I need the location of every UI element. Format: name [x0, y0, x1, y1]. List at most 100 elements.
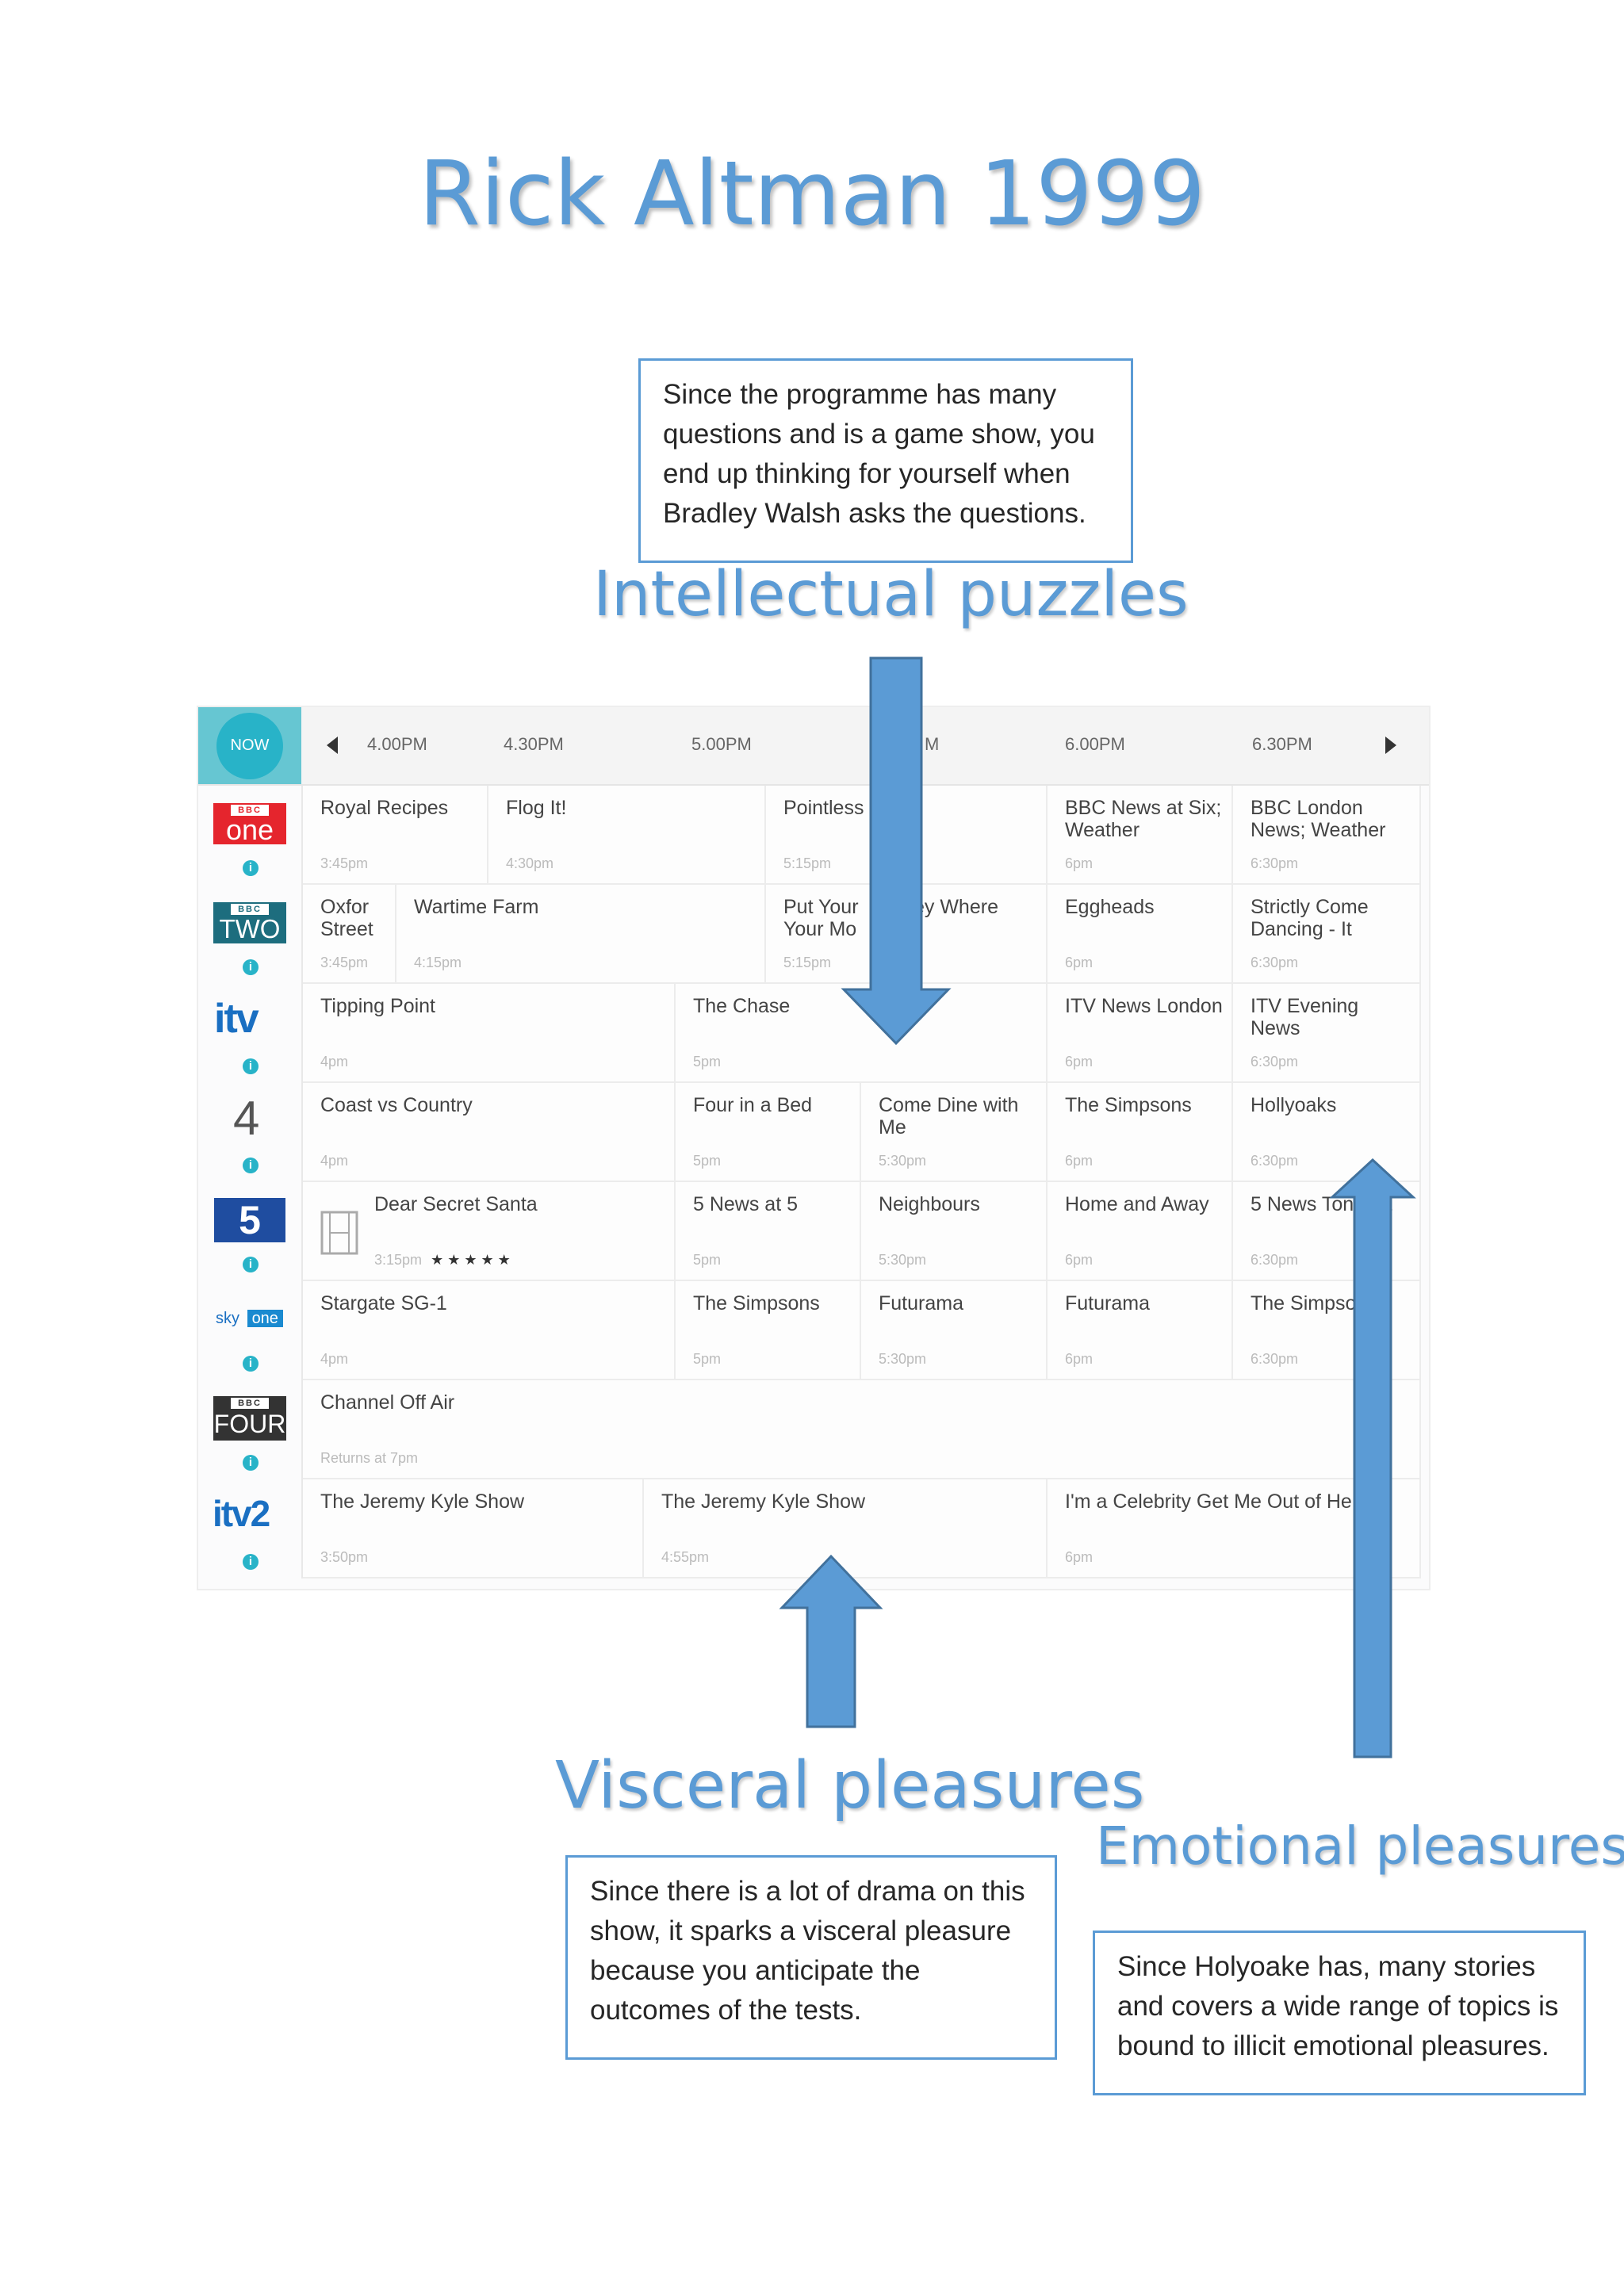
programme-cell[interactable]: Come Dine with Me 5:30pm [861, 1083, 1048, 1182]
programme-title: The Simpsons [1065, 1094, 1192, 1116]
time-slot: 6.30PM [1252, 734, 1312, 754]
programme-title: Come Dine with Me [879, 1094, 1019, 1138]
channel-logo-channel-4[interactable]: 4 i [198, 1083, 303, 1182]
programme-title: Coast vs Country [320, 1094, 473, 1116]
programme-title: Strictly Come Dancing - It [1251, 896, 1369, 940]
programme-cell[interactable]: Eggheads 6pm [1048, 885, 1233, 984]
time-slot: M [925, 734, 940, 754]
time-slot: 4.00PM [367, 734, 427, 754]
info-icon[interactable]: i [243, 860, 259, 876]
film-icon [320, 1211, 358, 1255]
programme-time: 5pm [693, 1351, 722, 1367]
channel-logo-bbc-two[interactable]: BBC TWO i [198, 885, 303, 984]
programme-cell[interactable]: The Jeremy Kyle Show 4:55pm [644, 1479, 1048, 1578]
programme-title: Four in a Bed [693, 1094, 813, 1116]
intellectual-text: Since the programme has many questions a… [663, 379, 1095, 529]
programme-cell[interactable]: Oxfor Street 3:45pm [303, 885, 396, 984]
programme-cell[interactable]: Flog It! 4:30pm [488, 786, 766, 885]
programme-time: Returns at 7pm [320, 1450, 419, 1466]
programme-cell[interactable]: Four in a Bed 5pm [676, 1083, 861, 1182]
programme-time: 6pm [1065, 955, 1094, 970]
programme-time: 4pm [320, 1153, 349, 1169]
programme-title: Pointless [783, 797, 864, 819]
info-icon[interactable]: i [243, 1058, 259, 1074]
programme-cell[interactable]: Futurama 5:30pm [861, 1281, 1048, 1380]
programme-cell[interactable]: Hollyoaks 6:30pm [1233, 1083, 1421, 1182]
info-icon[interactable]: i [243, 1356, 259, 1372]
programme-cell[interactable]: The Simpsons 5pm [676, 1281, 861, 1380]
info-icon[interactable]: i [243, 1158, 259, 1173]
channel-logo-channel-5[interactable]: 5 i [198, 1182, 303, 1281]
programme-cell[interactable]: Strictly Come Dancing - It 6:30pm [1233, 885, 1421, 984]
programme-cell[interactable]: Tipping Point 4pm [303, 984, 676, 1083]
ch4-text: 4 [233, 1092, 260, 1145]
programme-cell[interactable]: Neighbours 5:30pm [861, 1182, 1048, 1281]
programme-time: 6:30pm [1251, 1153, 1299, 1169]
programme-cell[interactable]: The Simpsons 6pm [1048, 1083, 1233, 1182]
programme-title: Oxfor Street [320, 896, 373, 940]
programme-cell[interactable]: Home and Away 6pm [1048, 1182, 1233, 1281]
ch5-text: 5 [214, 1198, 285, 1242]
info-icon[interactable]: i [243, 959, 259, 975]
programme-time: 6pm [1065, 1549, 1094, 1565]
info-icon[interactable]: i [243, 1455, 259, 1471]
one-text: one [247, 1310, 283, 1327]
info-icon[interactable]: i [243, 1554, 259, 1570]
programme-cell[interactable]: Channel Off Air Returns at 7pm [303, 1380, 1421, 1479]
programme-time: 6pm [1065, 1153, 1094, 1169]
programme-title: BBC London News; Weather [1251, 797, 1386, 841]
page-title: Rick Altman 1999 [419, 143, 1205, 246]
itv-text: itv [214, 996, 259, 1042]
programme-time: 4:15pm [414, 955, 462, 970]
channel-logo-itv2[interactable]: itv2 i [198, 1479, 303, 1578]
sky-text: sky [216, 1310, 239, 1327]
now-label: NOW [216, 712, 283, 779]
programme-time: 5pm [693, 1054, 722, 1070]
programme-time: 6:30pm [1251, 1252, 1299, 1268]
programme-time: 6:30pm [1251, 1054, 1299, 1070]
left-triangle-icon[interactable] [327, 737, 338, 754]
programme-cell[interactable]: Coast vs Country 4pm [303, 1083, 676, 1182]
programme-time: 4pm [320, 1054, 349, 1070]
emotional-heading: Emotional pleasures [1096, 1816, 1624, 1877]
channel-logo-sky-one[interactable]: sky one i [198, 1281, 303, 1380]
programme-cell[interactable]: Dear Secret Santa 3:15pm ★ ★ ★ ★ ★ [303, 1182, 676, 1281]
programme-title: I'm a Celebrity Get Me Out of Here! [1065, 1490, 1376, 1513]
rating-stars: ★ ★ ★ ★ ★ [431, 1252, 511, 1268]
programme-cell[interactable]: 5 News at 5 5pm [676, 1182, 861, 1281]
programme-title: Futurama [879, 1292, 963, 1314]
programme-time: 5:30pm [879, 1351, 927, 1367]
time-slot: 4.30PM [504, 734, 564, 754]
programme-cell[interactable]: Royal Recipes 3:45pm [303, 786, 488, 885]
programme-time-text: 3:15pm [374, 1252, 423, 1268]
right-triangle-icon[interactable] [1385, 737, 1396, 754]
programme-cell[interactable]: BBC News at Six; Weather 6pm [1048, 786, 1233, 885]
programme-cell[interactable]: ITV Evening News 6:30pm [1233, 984, 1421, 1083]
programme-cell[interactable]: The Jeremy Kyle Show 3:50pm [303, 1479, 644, 1578]
programme-title: The Jeremy Kyle Show [320, 1490, 525, 1513]
programme-title: ITV News London [1065, 995, 1223, 1017]
channel-logo-bbc-four[interactable]: BBC FOUR i [198, 1380, 303, 1479]
programme-cell[interactable]: ITV News London 6pm [1048, 984, 1233, 1083]
programme-cell[interactable]: Futurama 6pm [1048, 1281, 1233, 1380]
programme-title: Futurama [1065, 1292, 1150, 1314]
one-text: one [225, 813, 274, 846]
programme-title: Royal Recipes [320, 797, 449, 819]
bbc-text: BBC [231, 1398, 269, 1409]
programme-cell[interactable]: Wartime Farm 4:15pm [396, 885, 766, 984]
now-button[interactable]: NOW [198, 707, 301, 784]
programme-title: Wartime Farm [414, 896, 539, 918]
programme-title: The Jeremy Kyle Show [661, 1490, 866, 1513]
programme-title: Tipping Point [320, 995, 435, 1017]
two-text: TWO [219, 914, 281, 943]
programme-time: 6pm [1065, 1351, 1094, 1367]
programme-cell[interactable]: Stargate SG-1 4pm [303, 1281, 676, 1380]
info-icon[interactable]: i [243, 1257, 259, 1272]
time-bar: NOW 4.00PM 4.30PM 5.00PM M 6.00PM 6.30PM [198, 707, 1429, 786]
channel-logo-itv[interactable]: itv i [198, 984, 303, 1083]
arrow-up-icon [779, 1554, 883, 1728]
channel-logo-bbc-one[interactable]: BBC one i [198, 786, 303, 885]
intellectual-text-box: Since the programme has many questions a… [638, 358, 1133, 563]
programme-cell[interactable]: BBC London News; Weather 6:30pm [1233, 786, 1421, 885]
programme-time: 5pm [693, 1153, 722, 1169]
